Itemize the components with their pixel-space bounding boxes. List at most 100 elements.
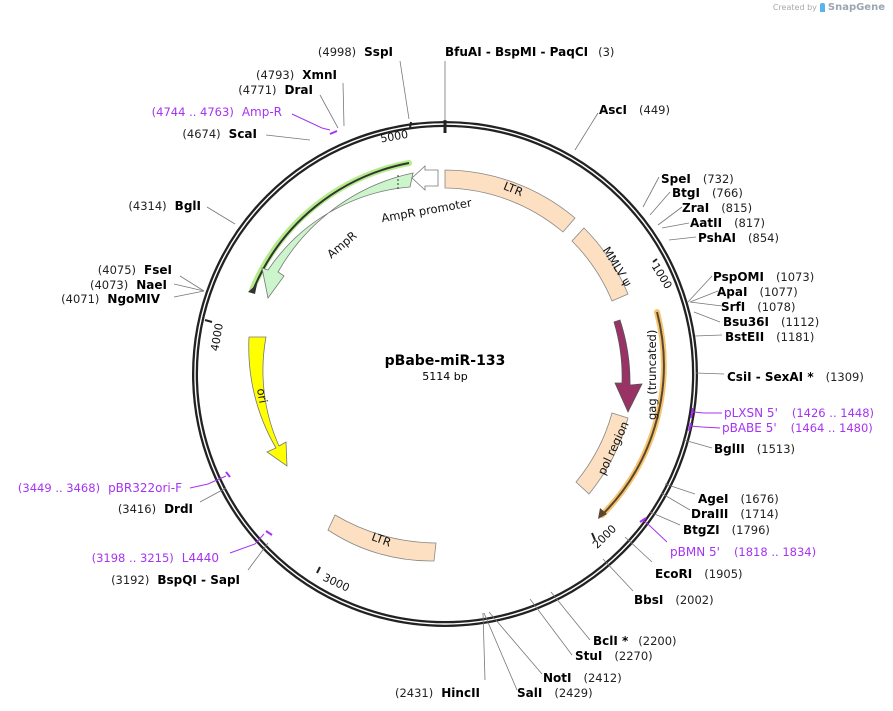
feature-ltr-1[interactable]: LTR [444,169,576,233]
site-drdi[interactable]: (3416) DrdI [118,502,193,516]
site-hincii[interactable]: (2431)HincII [395,686,480,700]
site-csii[interactable]: CsiI - SexAI *(1309) [727,370,864,384]
svg-text:pBABE 5'(1464 .. 1480): pBABE 5'(1464 .. 1480) [722,421,873,435]
svg-text:(4998)SspI: (4998)SspI [318,45,393,59]
svg-text:(4771)DraI: (4771) DraI [238,83,313,97]
tick-label-4000: 4000 [208,322,226,352]
site-asci[interactable]: AscI(449) [599,103,670,117]
primer-amp-r[interactable]: (4744 .. 4763)Amp-R [152,105,282,119]
site-drai[interactable]: (4771) DraI [238,83,313,97]
site-ngomiv[interactable]: (4071)NgoMIV [61,292,161,306]
site-fsei[interactable]: (4075)FseI [98,263,172,277]
plasmid-name: pBabe-miR-133 [385,353,506,369]
site-bbsi[interactable]: BbsI(2002) [634,593,714,607]
svg-text:(4073)NaeI: (4073)NaeI [90,278,167,292]
site-zrai[interactable]: ZraI(815) [682,201,752,215]
site-name: DrdI [164,502,193,516]
svg-text:DraIII(1714): DraIII(1714) [691,507,779,521]
site-name: BbsI [634,593,663,607]
site-name-alt: SexAI * [765,370,814,384]
site-position: (2270) [614,649,652,663]
svg-text:BglII(1513): BglII(1513) [714,442,795,456]
primer-range: (3198 .. 3215) [92,551,174,565]
site-xmni[interactable]: (4793)XmnI [256,68,337,82]
svg-text:(4674)ScaI: (4674)ScaI [182,127,257,141]
site-aatii[interactable]: AatII(817) [690,216,765,230]
site-bsteii[interactable]: BstEII(1181) [725,330,814,344]
site-noti[interactable]: NotI(2412) [543,671,622,685]
site-name: DraI [285,83,313,97]
site-name: NaeI [136,278,167,292]
site-position: (2429) [554,686,592,700]
site-name: BglII [714,442,745,456]
feature-ori[interactable]: ori [248,336,288,467]
watermark-prefix: Created by [772,3,817,12]
site-name: NotI [543,671,572,685]
site-bspqi[interactable]: (3192)BspQI - SapI [111,573,240,587]
plasmid-length: 5114 bp [422,370,467,383]
site-name: EcoRI [655,567,692,581]
svg-text:pBMN 5'(1818 .. 1834): pBMN 5'(1818 .. 1834) [670,545,816,559]
site-position: (4674) [182,127,220,141]
site-agei[interactable]: AgeI (1676) [698,492,779,506]
primer-name: pBMN 5' [670,545,720,559]
feature-gag-truncated[interactable]: gag (truncated) [613,319,659,420]
primer-plxsn[interactable]: pLXSN 5'(1426 .. 1448) [724,406,874,420]
site-name: AscI [599,103,627,117]
site-bfuai[interactable]: BfuAI - BspMI - PaqCI(3) [445,45,614,59]
primer-l4440[interactable]: (3198 .. 3215)L4440 [92,551,219,565]
primer-name: pBABE 5' [722,421,777,435]
site-bgli[interactable]: (4314)BglI [128,199,201,213]
feature-pol-region[interactable]: pol region [575,412,632,495]
primer-pbr322ori-f[interactable]: (3449 .. 3468)pBR322ori-F [18,481,182,495]
svg-text:Bsu36I(1112): Bsu36I(1112) [723,315,819,329]
site-name: PshAI [698,231,736,245]
primer-pbabe[interactable]: pBABE 5'(1464 .. 1480) [722,421,873,435]
feature-label: AmpR promoter [380,195,473,225]
site-bsu36i[interactable]: Bsu36I(1112) [723,315,819,329]
feature-ltr-2[interactable]: LTR [327,514,437,562]
site-sspi[interactable]: (4998)SspI [318,45,393,59]
site-sali[interactable]: SalI(2429) [517,686,593,700]
svg-text:SrfI(1078): SrfI(1078) [721,300,796,314]
site-srfi[interactable]: SrfI(1078) [721,300,796,314]
site-btgi[interactable]: BtgI(766) [672,186,743,200]
site-position: (4075) [98,263,136,277]
feature-mmlv-psi[interactable]: MMLV ψ [571,227,635,302]
site-pshai[interactable]: PshAI(854) [698,231,779,245]
site-stui[interactable]: StuI(2270) [575,649,653,663]
site-position: (3192) [111,573,149,587]
site-apai[interactable]: ApaI(1077) [717,285,798,299]
site-position: (4793) [256,68,294,82]
site-position: (732) [703,172,734,186]
primer-range: (4744 .. 4763) [152,105,234,119]
site-bcli[interactable]: BclI *(2200) [593,634,677,648]
svg-text:(4075)FseI: (4075)FseI [98,263,172,277]
site-draiii[interactable]: DraIII(1714) [691,507,779,521]
site-ecori[interactable]: EcoRI(1905) [655,567,743,581]
gag-orf-arrowhead [598,508,607,519]
site-name: BtgZI [683,523,720,537]
restriction-site-labels: BfuAI - BspMI - PaqCI(3) AscI(449) SpeI(… [61,45,864,700]
site-position: (3416) [118,502,156,516]
site-name: SspI [364,45,393,59]
ampr-orf-arrow [253,162,410,289]
svg-text:(3449 .. 3468)pBR322ori-F: (3449 .. 3468)pBR322ori-F [18,481,182,495]
watermark-brand: SnapGene [827,2,885,13]
site-btgzi[interactable]: BtgZI(1796) [683,523,770,537]
site-position: (4314) [128,199,166,213]
site-bglii[interactable]: BglII(1513) [714,442,795,456]
site-position: (1676) [740,492,778,506]
site-scai[interactable]: (4674)ScaI [182,127,257,141]
site-name: AgeI [698,492,728,506]
site-position: (3) [598,45,614,59]
site-pspomi[interactable]: PspOMI(1073) [713,270,814,284]
ampr-orf-arrowhead [248,284,257,294]
site-position: (1309) [826,370,864,384]
svg-text:BstEII(1181): BstEII(1181) [725,330,814,344]
primer-pbmn[interactable]: pBMN 5'(1818 .. 1834) [670,545,816,559]
site-name: NgoMIV [107,292,160,306]
site-spei[interactable]: SpeI(732) [661,172,734,186]
site-position: (4771) [238,83,276,97]
site-naei[interactable]: (4073)NaeI [90,278,167,292]
